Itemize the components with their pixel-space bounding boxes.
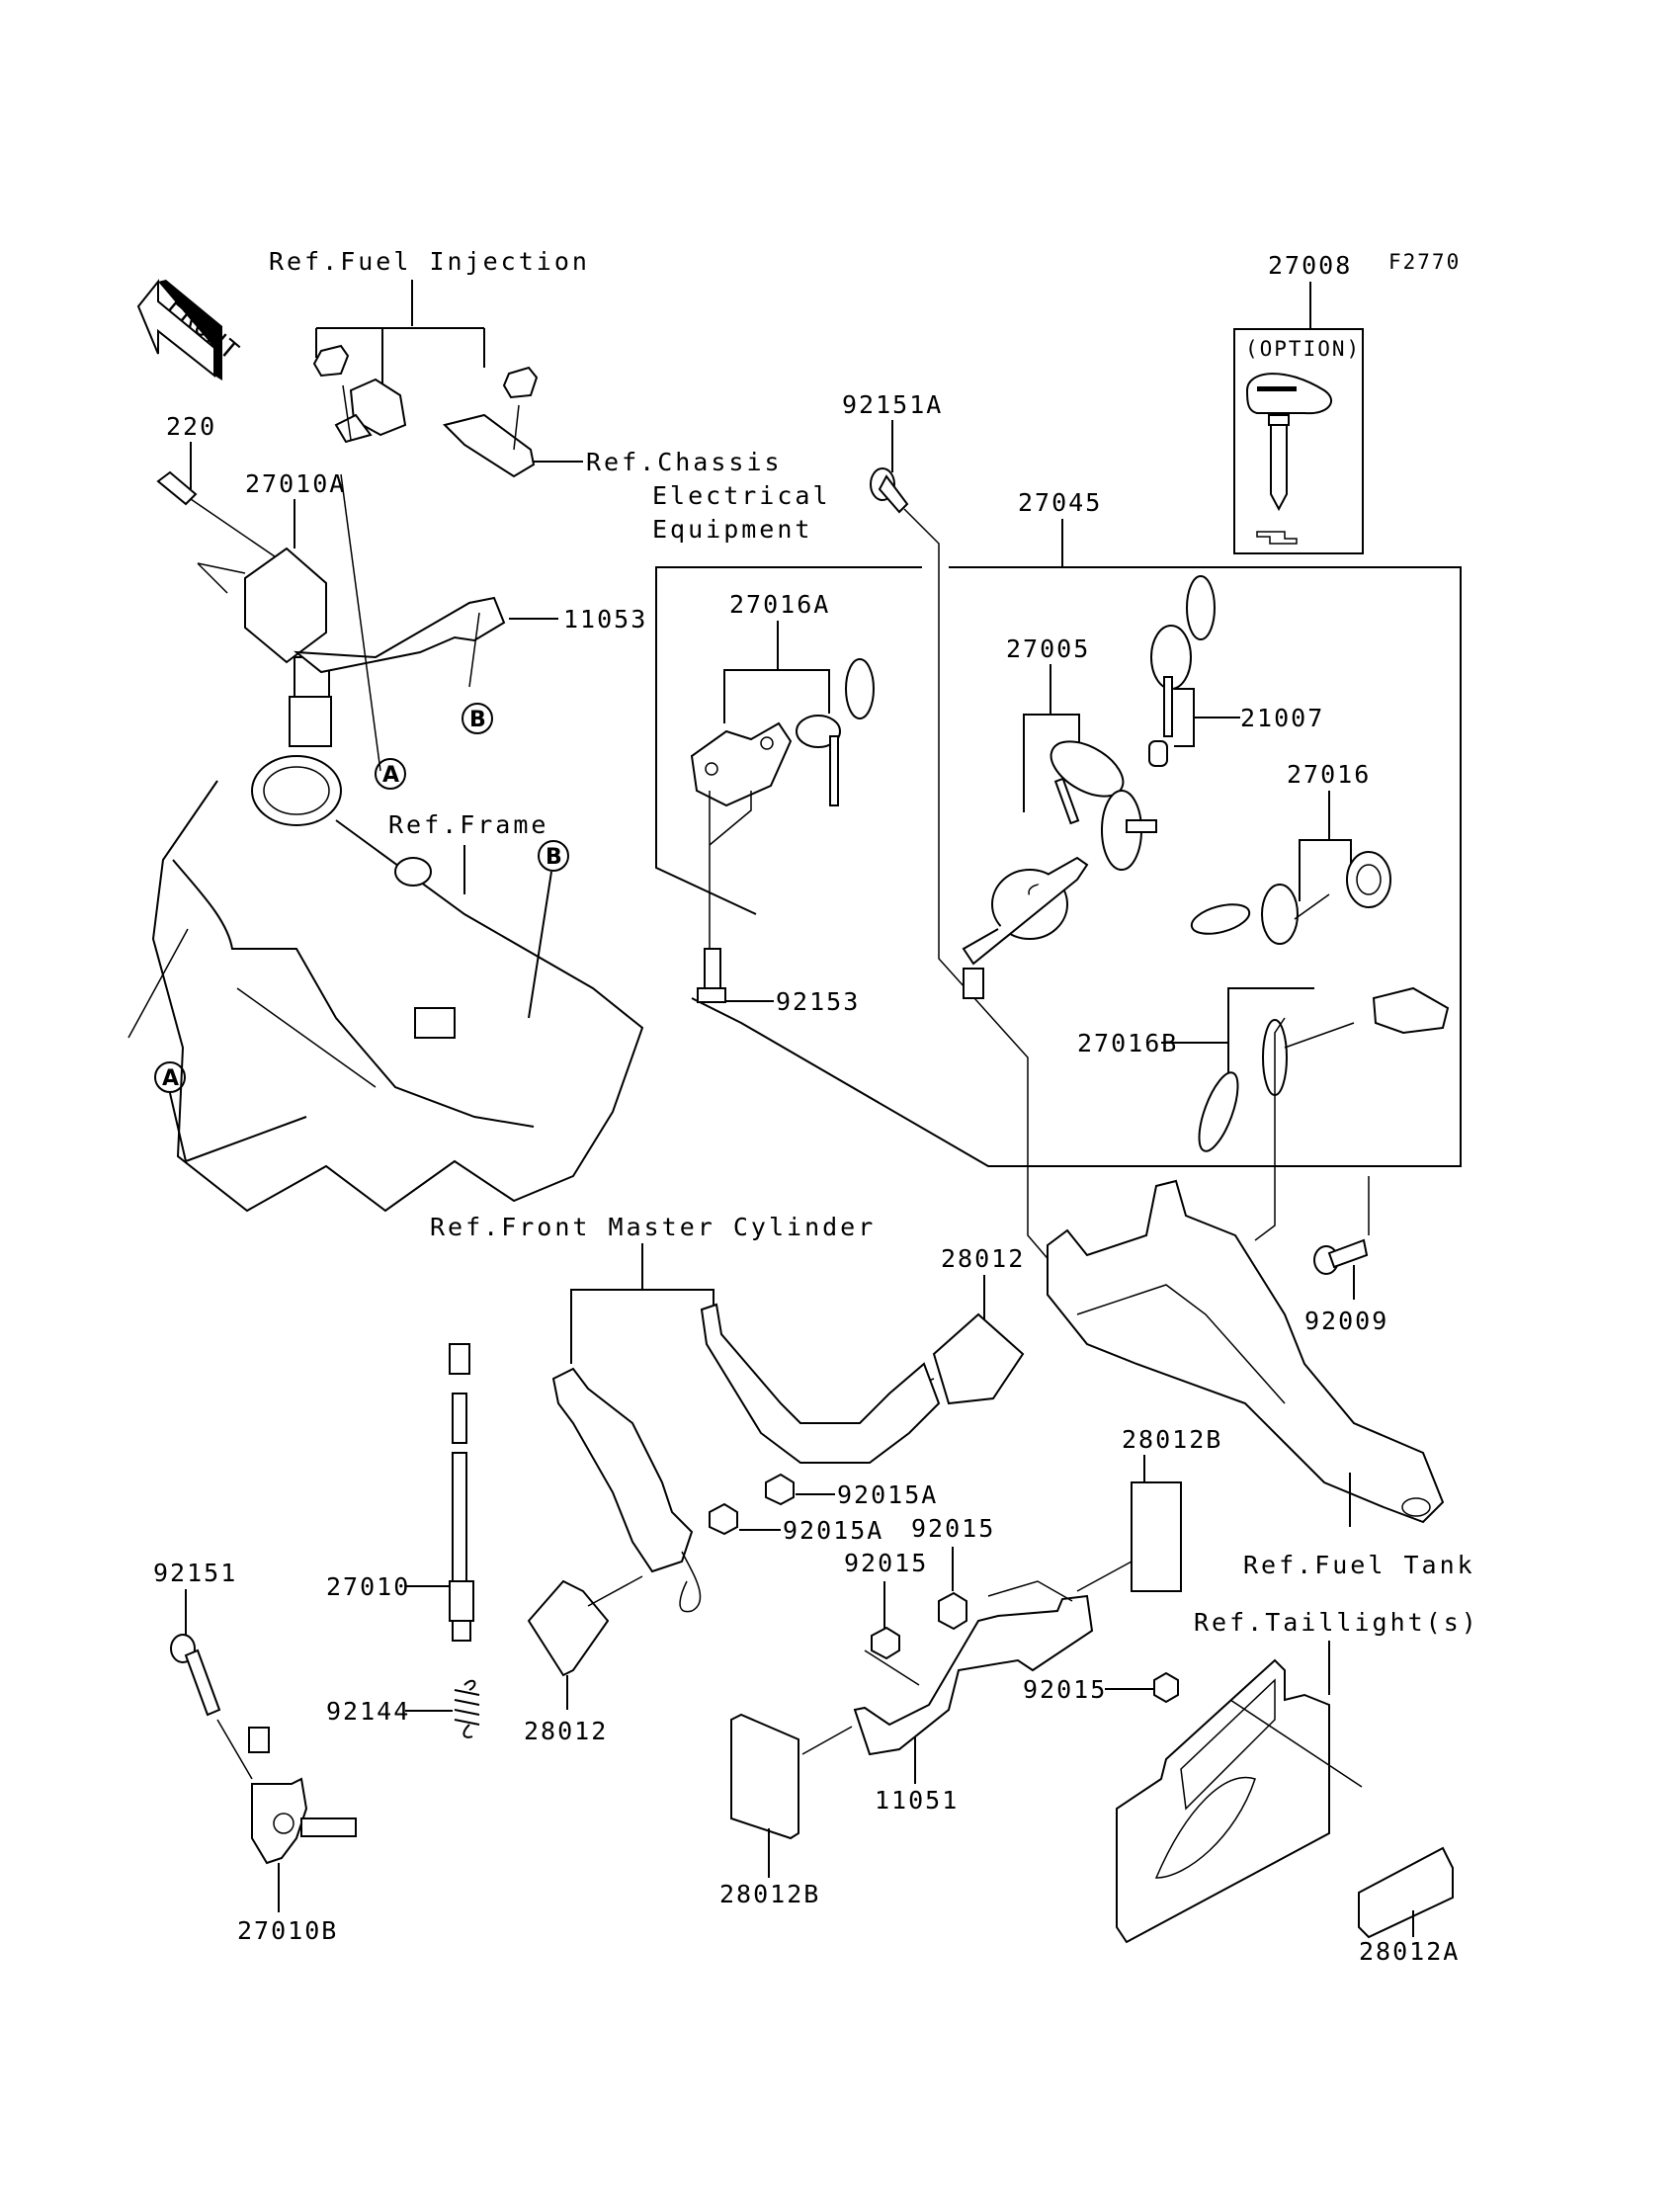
ref-taillights: Ref.Taillight(s) bbox=[1194, 1608, 1479, 1637]
part-label-92015A-upper: 92015A bbox=[837, 1480, 938, 1509]
part-label-92151: 92151 bbox=[153, 1559, 237, 1587]
ref-front-master-cylinder: Ref.Front Master Cylinder bbox=[430, 1213, 876, 1241]
master-cylinder-bracket-icon bbox=[551, 1303, 941, 1613]
reflector-28012-bottom-icon bbox=[527, 1575, 643, 1677]
nut-92015A-lower-icon bbox=[709, 1502, 738, 1536]
switch-27010-icon bbox=[449, 1343, 474, 1642]
part-label-92015-upper: 92015 bbox=[911, 1514, 995, 1543]
frame-icon bbox=[127, 755, 644, 1213]
ref-chassis-electrical-line3: Equipment bbox=[652, 515, 812, 544]
reflector-28012A-icon bbox=[1229, 1699, 1454, 1939]
part-label-92151A: 92151A bbox=[842, 390, 943, 419]
part-label-28012B-right: 28012B bbox=[1122, 1425, 1222, 1454]
part-label-28012B-bottom: 28012B bbox=[719, 1880, 820, 1908]
keys-27016B-icon bbox=[1198, 1019, 1355, 1152]
callout-B-upper bbox=[462, 703, 493, 734]
part-label-27045: 27045 bbox=[1018, 488, 1102, 517]
part-label-92015-middle: 92015 bbox=[844, 1549, 928, 1577]
lock-27016A-icon bbox=[690, 721, 793, 807]
ref-chassis-electrical-line2: Electrical bbox=[652, 481, 831, 510]
callout-B-upper-label: B bbox=[469, 708, 486, 732]
spring-92144-icon bbox=[454, 1679, 480, 1738]
part-label-220: 220 bbox=[166, 412, 216, 441]
ref-frame: Ref.Frame bbox=[388, 810, 548, 839]
fuel-tank-bracket-icon bbox=[1047, 1179, 1445, 1524]
callout-B-lower bbox=[538, 840, 569, 872]
part-label-27010A: 27010A bbox=[245, 469, 346, 498]
option-label: (OPTION) bbox=[1245, 337, 1361, 361]
keys-27016A-icon bbox=[796, 658, 875, 806]
callout-A-lower bbox=[154, 1061, 186, 1093]
callout-A-upper-label: A bbox=[382, 763, 399, 788]
part-label-27010: 27010 bbox=[326, 1572, 410, 1601]
bracket-11051-icon bbox=[853, 1580, 1094, 1756]
nut-92015-upper-icon bbox=[938, 1591, 967, 1631]
bolt-92153-icon bbox=[697, 948, 726, 1003]
bolt-92151-icon bbox=[170, 1634, 253, 1780]
reflector-28012B-bottom-icon bbox=[730, 1713, 853, 1840]
part-label-27016: 27016 bbox=[1287, 760, 1371, 789]
callout-B-lower-label: B bbox=[546, 845, 562, 870]
ref-chassis-electrical-line1: Ref.Chassis bbox=[586, 448, 783, 476]
part-label-27010B: 27010B bbox=[237, 1916, 338, 1945]
nut-92015A-upper-icon bbox=[765, 1473, 795, 1506]
part-label-28012-bottom: 28012 bbox=[524, 1717, 608, 1745]
part-label-11051: 11051 bbox=[875, 1786, 959, 1815]
screw-92151A-icon bbox=[870, 467, 909, 514]
ref-fuel-injection: Ref.Fuel Injection bbox=[269, 247, 590, 276]
bracket-11053-icon bbox=[293, 473, 506, 772]
front-arrow-icon: FRONT bbox=[136, 279, 246, 380]
switch-27010A-icon bbox=[197, 547, 332, 747]
lock-27016-icon bbox=[1346, 851, 1391, 908]
keys-27005-icon bbox=[1050, 740, 1157, 871]
license-plate-bracket-icon bbox=[1116, 1658, 1330, 1944]
part-label-92144: 92144 bbox=[326, 1697, 410, 1726]
ref-fuel-tank: Ref.Fuel Tank bbox=[1243, 1551, 1475, 1579]
keys-27016-icon bbox=[1190, 884, 1330, 945]
group-box-27045 bbox=[655, 566, 1462, 1167]
part-label-28012-top: 28012 bbox=[941, 1244, 1025, 1273]
part-label-92015A-lower: 92015A bbox=[783, 1516, 883, 1545]
part-label-92153: 92153 bbox=[776, 987, 860, 1016]
nut-92015-right-icon bbox=[1153, 1671, 1179, 1704]
part-label-27016B: 27016B bbox=[1077, 1029, 1178, 1057]
part-label-27008: 27008 bbox=[1268, 251, 1352, 280]
lock-27016B-icon bbox=[1372, 986, 1450, 1035]
part-label-27005: 27005 bbox=[1006, 634, 1090, 663]
screw-92009-icon bbox=[1313, 1238, 1369, 1275]
ignition-switch-27005-icon bbox=[962, 856, 1089, 999]
key-27008-icon bbox=[1245, 373, 1332, 545]
keys-21007-icon bbox=[1148, 575, 1216, 767]
part-label-92015-right: 92015 bbox=[1023, 1675, 1107, 1704]
part-label-92009: 92009 bbox=[1304, 1307, 1388, 1335]
callout-A-upper bbox=[375, 758, 406, 790]
part-label-28012A: 28012A bbox=[1359, 1937, 1460, 1966]
fuel-injection-sensor-icon bbox=[312, 344, 539, 478]
part-label-21007: 21007 bbox=[1240, 704, 1324, 732]
part-label-27016A: 27016A bbox=[729, 590, 830, 619]
leader-fuel-injection bbox=[315, 280, 485, 393]
figure-code: F2770 bbox=[1388, 250, 1461, 274]
switch-27010B-icon bbox=[248, 1727, 357, 1865]
reflector-28012B-right-icon bbox=[1076, 1481, 1182, 1592]
part-label-11053: 11053 bbox=[563, 605, 647, 634]
option-box bbox=[1233, 328, 1364, 554]
callout-A-lower-label: A bbox=[162, 1066, 179, 1091]
nut-92015-middle-icon bbox=[871, 1626, 900, 1660]
